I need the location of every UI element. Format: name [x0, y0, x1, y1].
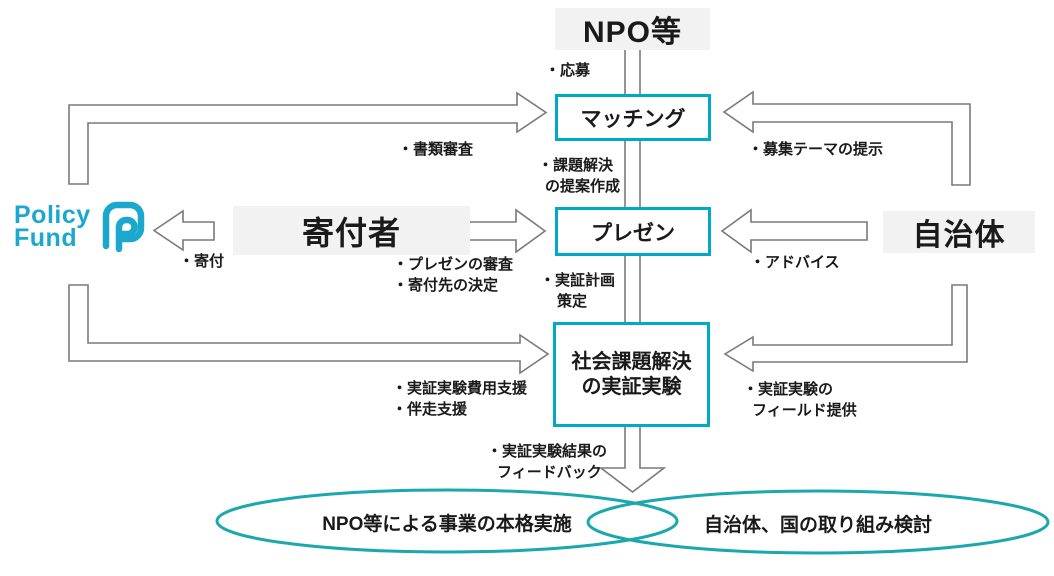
- stage-matching: マッチング: [555, 94, 711, 141]
- label-feedback-line1: ・実証実験結果の: [487, 443, 608, 460]
- stage-presentation: プレゼン: [555, 207, 711, 256]
- label-field: ・実証実験の フィールド提供: [743, 379, 857, 421]
- label-field-line2: フィールド提供: [752, 402, 857, 419]
- actor-government: 自治体: [883, 211, 1035, 253]
- label-doc-screening: ・書類審査: [398, 141, 474, 158]
- policy-fund-logo: Policy Fund: [14, 199, 149, 255]
- label-cost-support: ・実証実験費用支援 ・伴走支援: [392, 378, 527, 420]
- stage-experiment-line2: の実証実験: [581, 375, 682, 398]
- stage-experiment-line1: 社会課題解決: [571, 350, 692, 373]
- government-outcome-text: 自治体、国の取り組み検討: [703, 515, 932, 536]
- arrow-government-to-presentation: [720, 208, 868, 254]
- label-feedback-line2: フィードバック: [497, 464, 602, 481]
- arrow-donor-to-policyfund: [152, 209, 215, 252]
- policy-fund-wordmark: Policy Fund: [14, 201, 91, 252]
- actor-donor: 寄付者: [233, 206, 470, 255]
- label-cost-support-line1: ・実証実験費用支援: [392, 380, 528, 397]
- arrow-government-to-experiment: [723, 284, 968, 373]
- label-field-line1: ・実証実験の: [743, 381, 834, 398]
- label-plan-line2: 策定: [557, 293, 588, 310]
- arrow-policyfund-to-experiment: [68, 284, 550, 375]
- arrow-policyfund-to-matching: [68, 91, 548, 185]
- stage-experiment: 社会課題解決 の実証実験: [553, 322, 710, 427]
- label-donation: ・寄付: [179, 253, 225, 270]
- label-presentation-review: ・プレゼンの審査 ・寄付先の決定: [393, 254, 513, 296]
- arrow-government-to-matching: [722, 90, 971, 186]
- label-theme: ・募集テーマの提示: [748, 141, 884, 158]
- label-proposal: ・課題解決 の提案作成: [538, 155, 620, 197]
- npo-outcome-text: NPO等による事業の本格実施: [322, 514, 572, 535]
- label-feedback: ・実証実験結果の フィードバック: [487, 441, 607, 483]
- actor-npo: NPO等: [555, 8, 710, 50]
- brand-line2: Fund: [14, 224, 78, 252]
- label-proposal-line2: の提案作成: [545, 178, 621, 195]
- label-advice: ・アドバイス: [750, 254, 840, 271]
- government-outcome-ellipse: [586, 489, 1050, 555]
- label-plan: ・実証計画 策定: [540, 270, 615, 312]
- label-proposal-line1: ・課題解決: [538, 157, 614, 174]
- brand-line1: Policy: [14, 201, 91, 229]
- policy-fund-logo-icon: [102, 201, 144, 253]
- label-apply: ・応募: [545, 62, 591, 79]
- label-cost-support-line2: ・伴走支援: [392, 401, 468, 418]
- label-presentation-review-line1: ・プレゼンの審査: [393, 256, 514, 273]
- label-plan-line1: ・実証計画: [540, 272, 616, 289]
- label-presentation-review-line2: ・寄付先の決定: [393, 277, 499, 294]
- npo-outcome-ellipse: [215, 488, 679, 554]
